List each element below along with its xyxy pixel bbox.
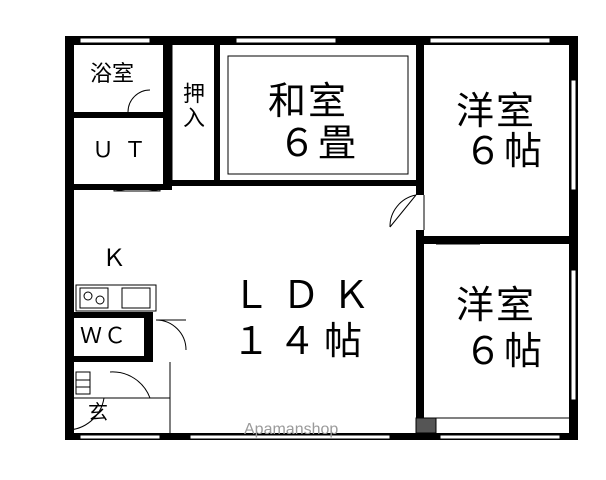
- windows: [79, 37, 577, 440]
- room-label-entrance: 玄: [88, 400, 108, 424]
- room-label-yoshitsu2-name: 洋室: [456, 283, 537, 327]
- room-label-yoshitsu2-size: ６帖: [464, 329, 545, 373]
- room-label-washitsu-size: ６畳: [278, 121, 359, 165]
- ut-cabinet: [113, 184, 161, 192]
- watermark: Apamanshop: [244, 421, 339, 438]
- entrance-step: [75, 371, 91, 395]
- doors: [65, 89, 480, 431]
- room-label-bath: 浴室: [90, 62, 135, 87]
- room-label-ldk-name: ＬＤＫ: [232, 273, 383, 317]
- room-label-kitchen: Ｋ: [102, 244, 126, 272]
- room-label-ldk-size: １４帖: [232, 319, 371, 363]
- partitions: [74, 45, 569, 434]
- room-label-yoshitsu1-size: ６帖: [464, 129, 545, 173]
- room-label-yoshitsu1-name: 洋室: [456, 89, 537, 133]
- room-label-closet: 押入: [179, 82, 204, 130]
- kitchen-counter: [75, 284, 157, 312]
- room-label-wc: ＷＣ: [80, 324, 129, 349]
- washitsu-tatami-edge: [227, 55, 409, 175]
- room-label-ut: ＵＴ: [92, 138, 157, 163]
- room-label-washitsu-name: 和室: [268, 79, 349, 123]
